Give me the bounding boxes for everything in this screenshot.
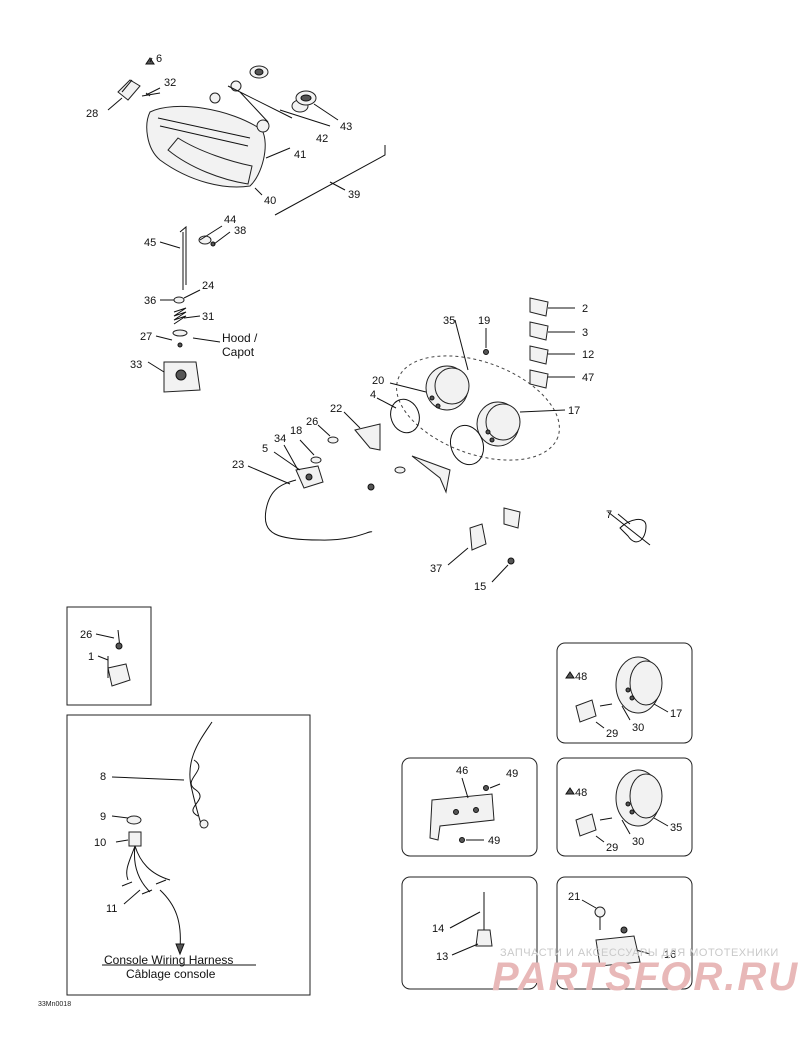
callout-34: 34 [274, 433, 286, 445]
inset-box-switch [66, 606, 152, 706]
inset-box-gauge-35 [556, 757, 693, 857]
callout-31: 31 [202, 311, 214, 323]
inset-box-bracket-46 [401, 757, 538, 857]
callout-28: 28 [86, 108, 98, 120]
callout-30a: 30 [632, 722, 644, 734]
hood-latch-stack [163, 225, 221, 393]
figure-code: 33Mn0018 [38, 1001, 71, 1008]
callout-2: 2 [582, 303, 588, 315]
callout-36: 36 [144, 295, 156, 307]
callout-40: 40 [264, 195, 276, 207]
callout-26b: 26 [80, 629, 92, 641]
callout-37: 37 [430, 563, 442, 575]
callout-14: 14 [432, 923, 444, 935]
leader-lines [107, 57, 631, 583]
callout-11: 11 [106, 903, 117, 915]
callout-48a: 48 [575, 671, 587, 683]
callout-42: 42 [316, 133, 328, 145]
gauge-cluster [264, 297, 651, 565]
callout-19: 19 [478, 315, 490, 327]
callout-29a: 29 [606, 728, 618, 740]
callout-21: 21 [568, 891, 580, 903]
callout-13: 13 [436, 951, 448, 963]
callout-41: 41 [294, 149, 306, 161]
callout-15: 15 [474, 581, 486, 593]
inset-box-gauge-17 [556, 642, 693, 744]
callout-7: 7 [606, 509, 612, 521]
callout-16: 16 [664, 949, 676, 961]
harness-label-en: Console Wiring Harness [104, 953, 233, 967]
callout-49a: 49 [506, 768, 518, 780]
callout-39: 39 [348, 189, 360, 201]
callout-9: 9 [100, 811, 106, 823]
callout-8: 8 [100, 771, 106, 783]
callout-17a: 17 [568, 405, 580, 417]
harness-label-fr: Câblage console [126, 967, 216, 981]
callout-43: 43 [340, 121, 352, 133]
inset-box-plate [556, 876, 693, 990]
callout-24: 24 [202, 280, 214, 292]
hood-label: Hood / [222, 331, 258, 345]
callout-48b: 48 [575, 787, 587, 799]
callout-20: 20 [372, 375, 384, 387]
callout-30b: 30 [632, 836, 644, 848]
callout-35b: 35 [670, 822, 682, 834]
callout-4: 4 [370, 389, 376, 401]
callout-12: 12 [582, 349, 594, 361]
inset-box-harness [66, 714, 311, 996]
callout-5: 5 [262, 443, 268, 455]
callout-labels: 6 32 28 43 42 41 39 40 44 38 45 24 36 31… [38, 53, 682, 1008]
inset-box-sensor [401, 876, 538, 990]
callout-47: 47 [582, 372, 594, 384]
callout-26a: 26 [306, 416, 318, 428]
callout-3: 3 [582, 327, 588, 339]
callout-32: 32 [164, 77, 176, 89]
callout-22: 22 [330, 403, 342, 415]
callout-33: 33 [130, 359, 142, 371]
callout-46: 46 [456, 765, 468, 777]
callout-23: 23 [232, 459, 244, 471]
callout-17b: 17 [670, 708, 682, 720]
callout-45: 45 [144, 237, 156, 249]
watermark-brand: PARTSFOR.RU [492, 955, 799, 999]
callout-35a: 35 [443, 315, 455, 327]
callout-44: 44 [224, 214, 236, 226]
callout-49b: 49 [488, 835, 500, 847]
watermark: ЗАПЧАСТИ И АКСЕССУАРЫ ДЛЯ МОТОТЕХНИКИ PA… [492, 947, 799, 999]
watermark-tagline: ЗАПЧАСТИ И АКСЕССУАРЫ ДЛЯ МОТОТЕХНИКИ [500, 947, 779, 959]
capot-label: Capot [222, 345, 255, 359]
callout-29b: 29 [606, 842, 618, 854]
callout-38: 38 [234, 225, 246, 237]
callout-27: 27 [140, 331, 152, 343]
callout-6: 6 [156, 53, 162, 65]
headlight-assembly [117, 57, 386, 216]
cluster-outline [396, 355, 560, 461]
callout-10: 10 [94, 837, 106, 849]
callout-1: 1 [88, 651, 94, 663]
callout-18: 18 [290, 425, 302, 437]
